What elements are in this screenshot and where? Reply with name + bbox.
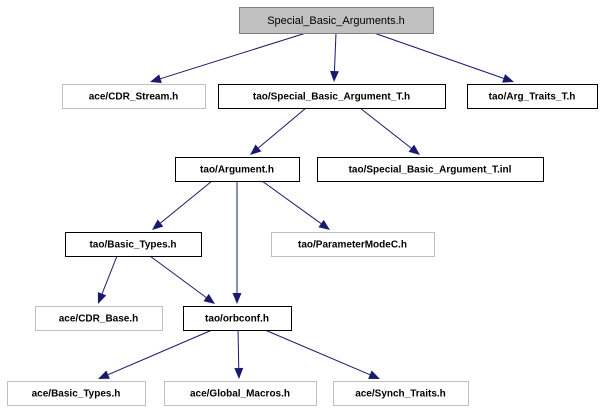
- node-box[interactable]: [239, 7, 434, 34]
- dependency-edge: [98, 329, 213, 379]
- dependency-edge: [152, 180, 213, 230]
- dependency-edge: [149, 255, 215, 304]
- node-label: tao/Special_Basic_Argument_T.inl: [349, 165, 512, 176]
- graph-node-cdr_base[interactable]: ace/CDR_Base.h: [35, 306, 163, 331]
- edge-line: [101, 255, 118, 294]
- edge-arrowhead-icon: [150, 74, 162, 83]
- dependency-edge: [261, 180, 330, 230]
- node-label: Special_Basic_Arguments.h: [267, 15, 405, 27]
- nodes-layer: Special_Basic_Arguments.h ace/CDR_Stream.…: [7, 7, 598, 406]
- edge-arrowhead-icon: [329, 70, 339, 82]
- edge-arrowhead-icon: [250, 144, 262, 155]
- node-box[interactable]: [333, 381, 469, 406]
- node-box[interactable]: [317, 157, 544, 182]
- dependency-edge: [97, 255, 118, 304]
- edge-arrowhead-icon: [502, 74, 514, 83]
- edge-arrowhead-icon: [408, 144, 420, 155]
- edge-line: [160, 180, 213, 224]
- node-box[interactable]: [218, 84, 446, 109]
- graph-node-ace_basic_types[interactable]: ace/Basic_Types.h: [7, 381, 146, 406]
- edge-arrowhead-icon: [234, 367, 244, 379]
- node-label: ace/CDR_Stream.h: [89, 92, 178, 103]
- node-box[interactable]: [164, 381, 317, 406]
- node-label: tao/Special_Basic_Argument_T.h: [253, 92, 410, 103]
- dependency-edge: [234, 329, 244, 379]
- node-label: tao/Arg_Traits_T.h: [489, 92, 576, 103]
- edge-arrowhead-icon: [318, 219, 330, 230]
- edge-line: [107, 329, 213, 376]
- edge-arrowhead-icon: [232, 293, 242, 304]
- graph-node-sba_t_inl[interactable]: tao/Special_Basic_Argument_T.inl: [317, 157, 544, 182]
- node-box[interactable]: [7, 381, 146, 406]
- dependency-edge: [232, 181, 242, 304]
- edge-line: [333, 32, 337, 72]
- node-label: ace/Basic_Types.h: [32, 389, 121, 400]
- edge-line: [149, 255, 207, 298]
- edge-line: [258, 107, 307, 149]
- graph-node-synch_traits[interactable]: ace/Synch_Traits.h: [333, 381, 469, 406]
- edge-line: [261, 180, 322, 224]
- graph-node-arg_traits[interactable]: tao/Arg_Traits_T.h: [467, 84, 598, 109]
- node-box[interactable]: [271, 232, 435, 257]
- graph-node-global_macros[interactable]: ace/Global_Macros.h: [164, 381, 317, 406]
- graph-node-orbconf[interactable]: tao/orbconf.h: [183, 306, 292, 331]
- node-box[interactable]: [175, 157, 300, 182]
- edge-line: [160, 32, 307, 80]
- edge-line: [359, 107, 412, 149]
- node-label: tao/orbconf.h: [205, 314, 269, 325]
- graph-node-sba_t_h[interactable]: tao/Special_Basic_Argument_T.h: [218, 84, 446, 109]
- node-label: tao/ParameterModeC.h: [298, 240, 407, 251]
- edge-arrowhead-icon: [152, 219, 164, 230]
- dependency-edge: [329, 32, 339, 82]
- node-label: tao/Argument.h: [200, 165, 274, 176]
- dependency-edge: [150, 32, 307, 83]
- edge-arrowhead-icon: [97, 292, 107, 304]
- dependency-edge: [359, 107, 420, 155]
- graph-node-tao_basic_types[interactable]: tao/Basic_Types.h: [65, 232, 202, 257]
- node-box[interactable]: [183, 306, 292, 331]
- edge-line: [373, 32, 504, 79]
- node-label: tao/Basic_Types.h: [89, 240, 176, 251]
- graph-node-cdr_stream[interactable]: ace/CDR_Stream.h: [62, 84, 206, 109]
- dependency-edge: [264, 329, 380, 379]
- node-box[interactable]: [467, 84, 598, 109]
- edge-line: [264, 329, 371, 376]
- dependency-edge: [250, 107, 307, 155]
- node-label: ace/Global_Macros.h: [190, 389, 290, 400]
- edge-arrowhead-icon: [368, 370, 380, 379]
- graph-node-argument[interactable]: tao/Argument.h: [175, 157, 300, 182]
- node-label: ace/CDR_Base.h: [59, 314, 138, 325]
- graph-node-parameter_mode[interactable]: tao/ParameterModeC.h: [271, 232, 435, 257]
- edge-line: [237, 329, 240, 369]
- dependency-edge: [373, 32, 514, 83]
- node-box[interactable]: [65, 232, 202, 257]
- node-label: ace/Synch_Traits.h: [355, 389, 446, 400]
- graph-node-root[interactable]: Special_Basic_Arguments.h: [239, 7, 434, 34]
- edge-arrowhead-icon: [98, 370, 110, 379]
- edges-layer: [97, 32, 514, 379]
- node-box[interactable]: [35, 306, 163, 331]
- edge-arrowhead-icon: [203, 293, 215, 304]
- node-box[interactable]: [62, 84, 206, 109]
